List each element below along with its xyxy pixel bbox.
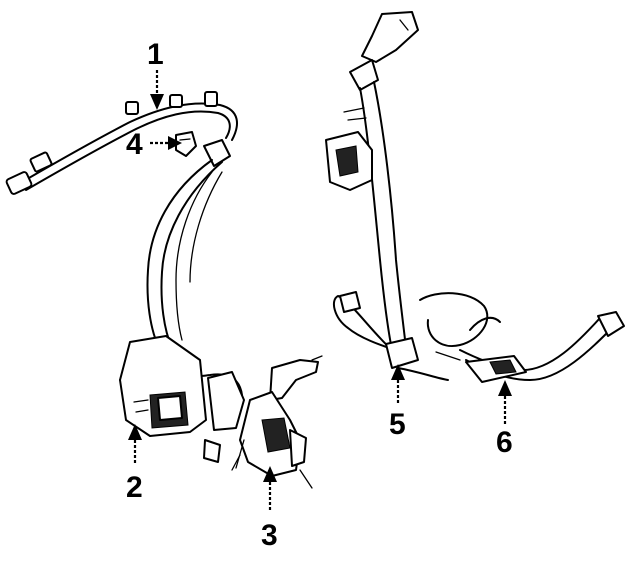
upper-shoulder-anchor bbox=[349, 11, 419, 91]
callout-1: 1 bbox=[147, 38, 164, 71]
part-4-clip bbox=[175, 131, 197, 157]
part-1-wiring-harness bbox=[5, 91, 238, 195]
part-2-belt-and-retractor bbox=[119, 159, 245, 463]
part-5-shoulder-belt bbox=[325, 81, 449, 381]
callout-2: 2 bbox=[126, 471, 143, 504]
callout-arrows bbox=[128, 70, 512, 510]
callout-6: 6 bbox=[496, 426, 513, 459]
callout-5: 5 bbox=[389, 408, 406, 441]
left-seat-belt-assembly bbox=[5, 91, 323, 489]
part-6-lap-belt bbox=[419, 292, 625, 383]
belt-guide-upper bbox=[203, 139, 231, 167]
callout-4: 4 bbox=[126, 128, 143, 161]
part-3-buckle-assembly bbox=[231, 355, 323, 489]
callout-3: 3 bbox=[261, 519, 278, 552]
right-seat-belt-assembly bbox=[325, 11, 625, 383]
